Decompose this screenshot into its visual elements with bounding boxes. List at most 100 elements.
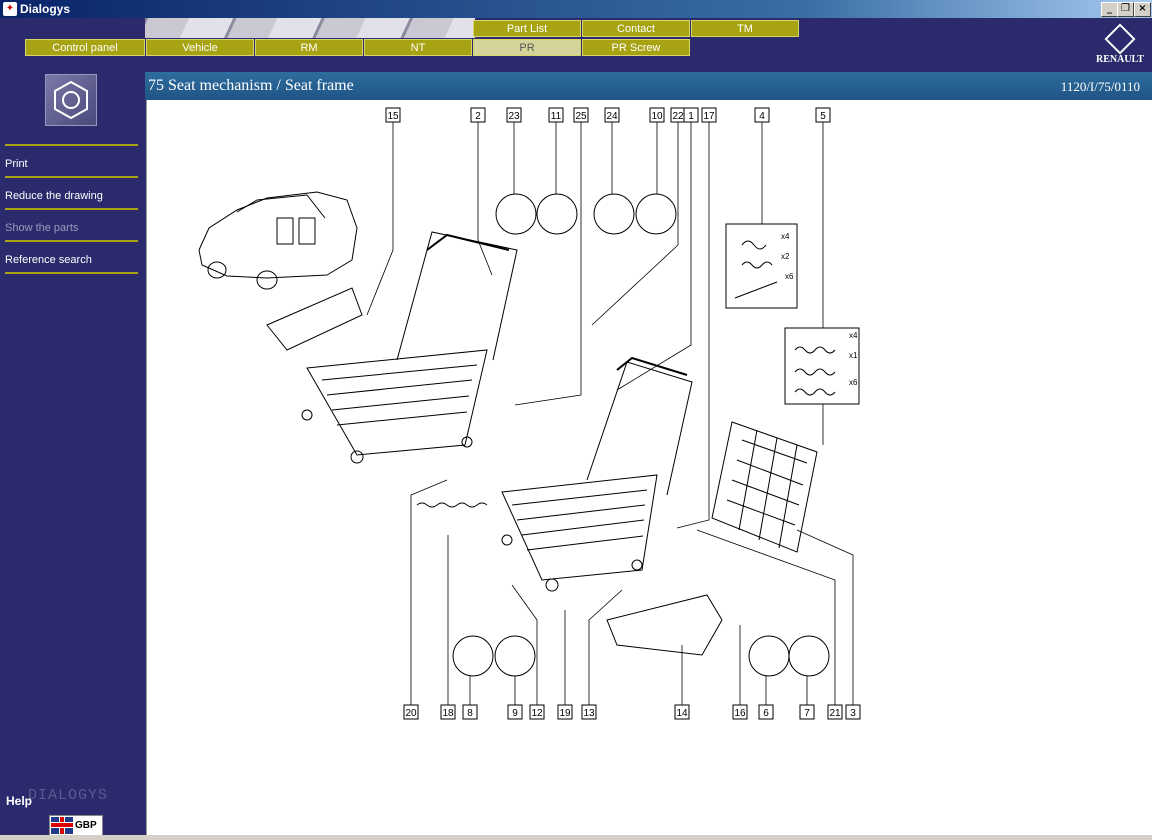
svg-text:24: 24: [606, 111, 618, 122]
minimize-button[interactable]: _: [1101, 2, 1118, 17]
tab-pr-screw[interactable]: PR Screw: [582, 39, 690, 56]
svg-text:12: 12: [531, 708, 543, 719]
part-callout-20[interactable]: 20: [403, 704, 419, 720]
svg-text:22: 22: [672, 111, 684, 122]
uk-flag-icon: [51, 817, 73, 834]
window-titlebar: ✦ Dialogys _ ❐ ×: [0, 0, 1152, 18]
sidebar-item-reduce-drawing[interactable]: Reduce the drawing: [5, 176, 138, 208]
part-callout-10[interactable]: 10: [649, 107, 665, 123]
part-callout-17[interactable]: 17: [701, 107, 717, 123]
part-callout-15[interactable]: 15: [385, 107, 401, 123]
part-callout-13[interactable]: 13: [581, 704, 597, 720]
svg-text:2: 2: [475, 111, 481, 122]
sidebar-item-reference-search[interactable]: Reference search: [5, 240, 138, 272]
part-callout-2[interactable]: 2: [470, 107, 486, 123]
parts-box-5: [784, 327, 860, 405]
tab-contact[interactable]: Contact: [582, 20, 690, 37]
sidebar-item-print[interactable]: Print: [5, 144, 138, 176]
svg-text:5: 5: [820, 111, 826, 122]
svg-text:4: 4: [759, 111, 765, 122]
seat-frame-left: [266, 231, 518, 464]
tab-nt[interactable]: NT: [364, 39, 472, 56]
svg-text:10: 10: [651, 111, 663, 122]
maximize-button[interactable]: ❐: [1117, 2, 1134, 17]
app-icon: ✦: [3, 2, 17, 16]
leader-lines: [366, 122, 854, 712]
svg-text:9: 9: [512, 708, 518, 719]
trim-cover: [606, 594, 723, 656]
part-callout-25[interactable]: 25: [573, 107, 589, 123]
tab-tm[interactable]: TM: [691, 20, 799, 37]
part-callout-23[interactable]: 23: [506, 107, 522, 123]
tab-pr[interactable]: PR: [473, 39, 581, 56]
spring: [416, 502, 488, 508]
svg-text:7: 7: [804, 708, 810, 719]
svg-text:17: 17: [703, 111, 715, 122]
quantity-label: x4: [781, 232, 790, 241]
svg-text:23: 23: [508, 111, 520, 122]
seat-frame-right: [501, 356, 693, 592]
part-callout-9[interactable]: 9: [507, 704, 523, 720]
part-callout-24[interactable]: 24: [604, 107, 620, 123]
svg-text:16: 16: [734, 708, 746, 719]
svg-text:20: 20: [405, 708, 417, 719]
svg-text:19: 19: [559, 708, 571, 719]
part-callout-7[interactable]: 7: [799, 704, 815, 720]
part-callout-3[interactable]: 3: [845, 704, 861, 720]
svg-text:14: 14: [676, 708, 688, 719]
tab-control-panel[interactable]: Control panel: [25, 39, 145, 56]
bolt-icon: [45, 74, 97, 126]
callouts-bottom: 20 18 8 9 12 19 13 14 16 6 7 21 3: [403, 704, 861, 720]
language-selector[interactable]: GBP: [49, 815, 103, 836]
tab-vehicle[interactable]: Vehicle: [146, 39, 254, 56]
drawing-header: 75 Seat mechanism / Seat frame 1120/I/75…: [145, 72, 1152, 100]
part-callout-22[interactable]: 22: [670, 107, 686, 123]
brand-name: RENAULT: [1096, 54, 1144, 65]
help-link[interactable]: Help: [6, 794, 33, 808]
seat-pad: [711, 421, 818, 553]
quantity-label: x2: [781, 252, 790, 261]
close-button[interactable]: ×: [1134, 2, 1151, 17]
part-callout-1[interactable]: 1: [683, 107, 699, 123]
svg-text:8: 8: [467, 708, 473, 719]
svg-text:3: 3: [850, 708, 856, 719]
header-decoration: [145, 18, 475, 38]
part-callout-5[interactable]: 5: [815, 107, 831, 123]
part-callout-12[interactable]: 12: [529, 704, 545, 720]
parts-box-4: [725, 223, 798, 309]
quantity-label: x1: [849, 351, 858, 360]
svg-text:25: 25: [575, 111, 587, 122]
sidebar: Print Reduce the drawing Show the parts …: [0, 72, 145, 840]
svg-text:15: 15: [387, 111, 399, 122]
sidebar-divider: [5, 272, 138, 274]
detail-circles: [452, 193, 830, 677]
drawing-reference: 1120/I/75/0110: [1060, 79, 1140, 94]
part-callout-11[interactable]: 11: [548, 107, 564, 123]
svg-text:21: 21: [829, 708, 841, 719]
part-callout-6[interactable]: 6: [758, 704, 774, 720]
part-callout-21[interactable]: 21: [827, 704, 843, 720]
part-callout-8[interactable]: 8: [462, 704, 478, 720]
part-callout-18[interactable]: 18: [440, 704, 456, 720]
svg-text:11: 11: [551, 111, 562, 122]
quantity-label: x4: [849, 331, 858, 340]
renault-diamond-icon: [1104, 23, 1136, 55]
tab-part-list[interactable]: Part List: [473, 20, 581, 37]
part-callout-19[interactable]: 19: [557, 704, 573, 720]
sidebar-item-show-parts[interactable]: Show the parts: [5, 208, 138, 240]
part-callout-4[interactable]: 4: [754, 107, 770, 123]
part-callout-14[interactable]: 14: [674, 704, 690, 720]
tab-rm[interactable]: RM: [255, 39, 363, 56]
window-title: Dialogys: [20, 2, 71, 16]
part-callout-16[interactable]: 16: [732, 704, 748, 720]
callouts-top: 15 2 23 11 25 24 10 22 1 17 4 5: [385, 107, 831, 123]
status-strip: [0, 835, 1152, 840]
quantity-label: x6: [849, 378, 858, 387]
svg-text:13: 13: [583, 708, 595, 719]
svg-text:18: 18: [442, 708, 454, 719]
language-code: GBP: [75, 820, 97, 831]
svg-text:1: 1: [688, 111, 694, 122]
